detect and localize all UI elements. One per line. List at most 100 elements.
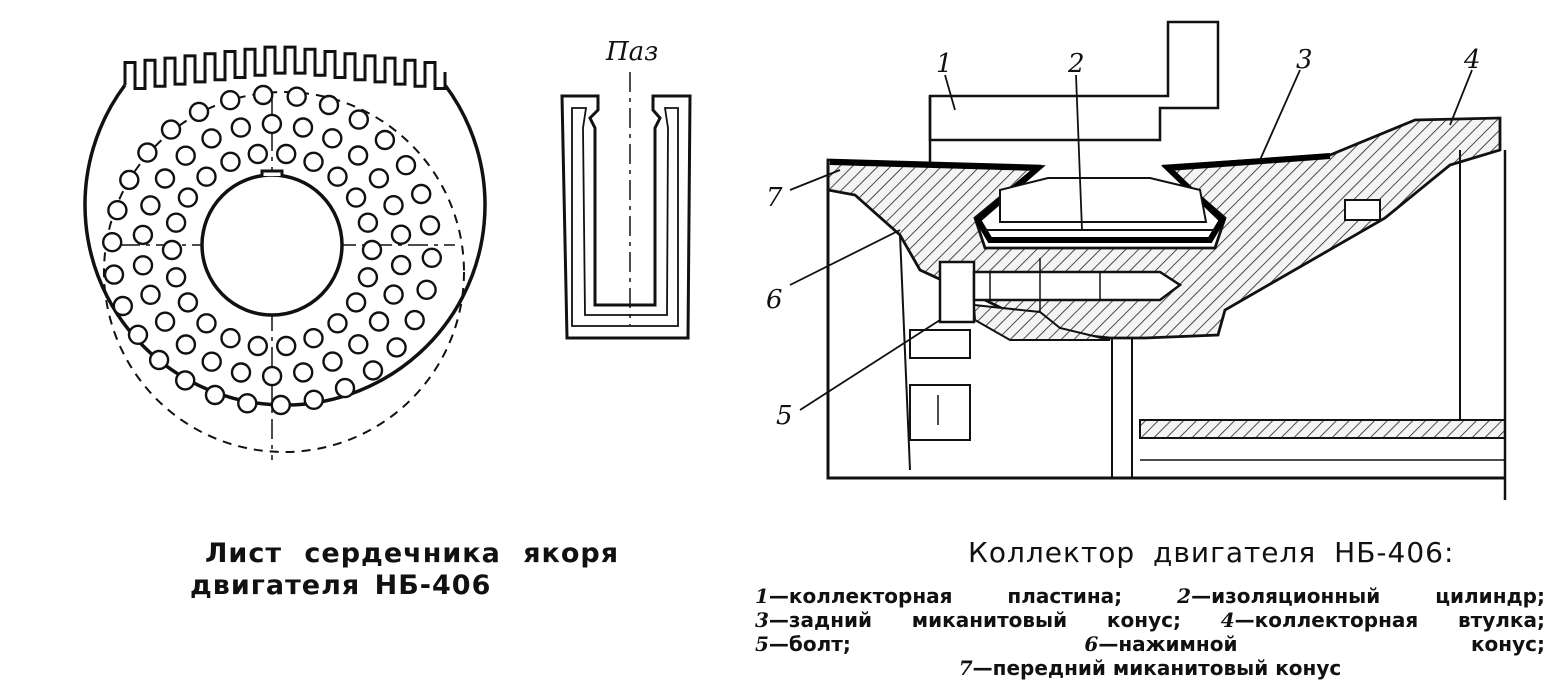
ventilation-hole: [253, 84, 274, 106]
ventilation-hole: [196, 166, 217, 187]
ventilation-hole: [174, 370, 196, 391]
ventilation-hole: [368, 311, 390, 332]
ventilation-hole: [127, 324, 149, 345]
ventilation-hole: [383, 284, 404, 305]
ventilation-hole: [261, 365, 283, 387]
slot-liner: [571, 107, 679, 327]
ventilation-hole: [220, 151, 241, 173]
ventilation-hole: [201, 128, 222, 149]
ventilation-hole: [276, 143, 297, 165]
callout-leaders: [789, 69, 1473, 411]
ventilation-hole: [416, 279, 437, 300]
ventilation-hole: [247, 143, 268, 165]
ventilation-hole: [383, 194, 404, 216]
bolt: [972, 270, 1183, 302]
ventilation-hole: [165, 267, 187, 288]
ventilation-hole: [101, 231, 123, 253]
ventilation-hole: [177, 187, 199, 208]
ventilation-hole: [148, 349, 170, 371]
ventilation-hole: [386, 337, 407, 358]
front-micanite-cone: [829, 159, 1110, 243]
ventilation-hole: [119, 169, 140, 191]
ventilation-hole: [165, 212, 187, 233]
ventilation-hole: [161, 239, 183, 261]
ventilation-hole: [204, 384, 226, 406]
ventilation-hole: [345, 292, 367, 313]
left-caption-line-2: двигателя НБ-406: [190, 570, 492, 601]
ventilation-hole: [348, 334, 369, 355]
ventilation-hole: [270, 394, 291, 416]
pressing-cone: [972, 303, 1111, 341]
callout-4: 4: [1463, 45, 1481, 75]
ventilation-hole: [140, 284, 161, 305]
lamination-slots: [123, 45, 447, 90]
ventilation-hole: [362, 360, 384, 381]
ventilation-holes: [101, 84, 442, 416]
ventilation-hole: [390, 254, 412, 276]
ventilation-hole: [237, 393, 258, 414]
left-caption: Лист сердечника якоря двигателя НБ-406: [190, 538, 645, 602]
ventilation-hole: [421, 247, 442, 268]
ventilation-hole: [276, 335, 297, 357]
ventilation-hole: [368, 168, 390, 189]
slot-detail: Паз: [560, 37, 692, 340]
ventilation-hole: [201, 351, 222, 372]
callout-1: 1: [936, 49, 953, 79]
ventilation-hole: [137, 142, 158, 163]
ventilation-hole: [286, 86, 307, 107]
ventilation-hole: [327, 313, 348, 334]
ventilation-hole: [247, 335, 268, 357]
legend-line: 3—задний миканитовый конус; 4—коллекторн…: [755, 608, 1545, 632]
callout-7: 7: [766, 183, 783, 213]
ventilation-hole: [374, 129, 396, 151]
right-caption-title: Коллектор двигателя НБ-406:: [968, 536, 1455, 569]
ventilation-hole: [318, 94, 340, 116]
ventilation-hole: [154, 168, 176, 189]
legend-line: 7—передний миканитовый конус: [958, 656, 1342, 680]
ventilation-hole: [334, 377, 356, 399]
ventilation-hole: [357, 212, 379, 233]
ventilation-hole: [303, 328, 324, 349]
ventilation-hole: [347, 145, 369, 166]
riser-block: [928, 20, 1220, 142]
legend-line: 1—коллекторная пластина; 2—изоляционный …: [755, 584, 1545, 608]
ventilation-hole: [345, 187, 367, 208]
dashed-circle: [103, 91, 465, 453]
slot-label: Паз: [605, 37, 658, 67]
ventilation-hole: [303, 389, 324, 410]
shaft-bore: [200, 173, 344, 317]
ventilation-hole: [390, 224, 412, 245]
callout-3: 3: [1296, 45, 1313, 75]
ventilation-hole: [132, 224, 154, 246]
callout-6: 6: [766, 285, 783, 315]
commutator-sleeve: [1139, 419, 1506, 439]
rear-micanite-cone: [1110, 153, 1331, 243]
callout-2: 2: [1067, 49, 1085, 79]
ventilation-hole: [160, 119, 182, 140]
ventilation-hole: [196, 313, 217, 334]
ventilation-hole: [348, 109, 369, 130]
ventilation-hole: [175, 145, 196, 166]
legend-line: 5—болт; 6—нажимной конус;: [755, 632, 1545, 656]
ventilation-hole: [188, 101, 210, 123]
ventilation-hole: [230, 362, 252, 383]
ventilation-hole: [361, 239, 383, 261]
legend: 1—коллекторная пластина; 2—изоляционный …: [755, 584, 1545, 680]
ventilation-hole: [404, 309, 425, 331]
ventilation-hole: [112, 295, 134, 317]
armature-lamination-disc: [83, 45, 487, 460]
ventilation-hole: [175, 334, 197, 355]
ventilation-hole: [357, 267, 379, 288]
ventilation-hole: [261, 113, 283, 135]
ventilation-hole: [303, 151, 324, 173]
ventilation-hole: [230, 117, 252, 138]
ventilation-hole: [177, 292, 199, 313]
ventilation-hole: [132, 255, 154, 276]
ventilation-hole: [395, 154, 417, 176]
ventilation-hole: [292, 117, 314, 138]
ventilation-hole: [140, 195, 161, 216]
